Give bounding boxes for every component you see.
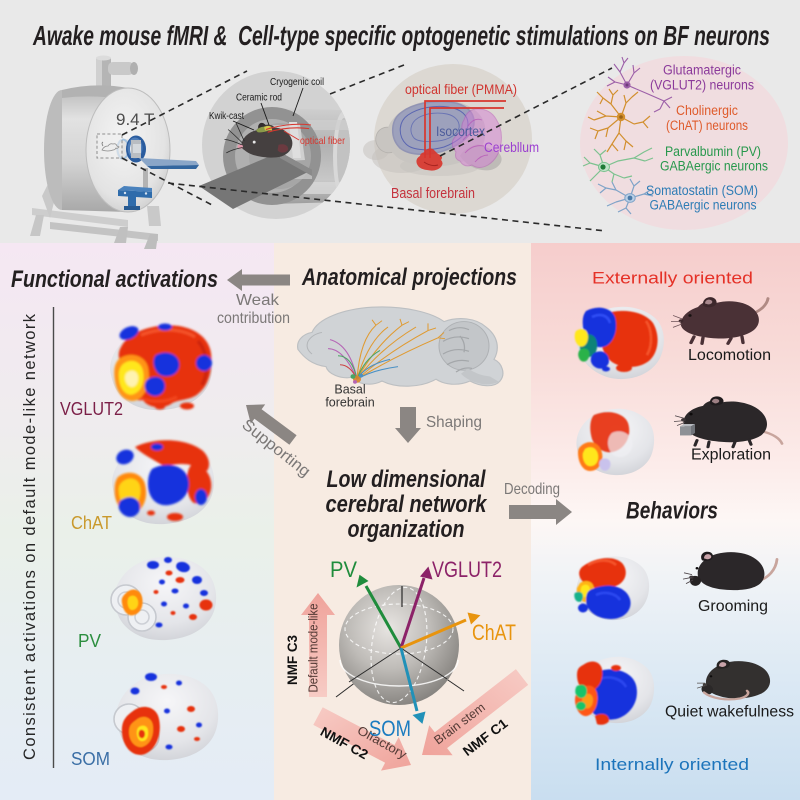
svg-text:Awake mouse fMRI & Cell-type: Awake mouse fMRI & Cell-type specific op…	[32, 20, 770, 51]
svg-text:Isocortex: Isocortex	[436, 124, 485, 139]
svg-text:(VGLUT2) neurons: (VGLUT2) neurons	[650, 78, 754, 93]
svg-text:Kwik-cast: Kwik-cast	[209, 110, 244, 122]
svg-text:Somatostatin (SOM): Somatostatin (SOM)	[646, 183, 758, 198]
svg-text:organization: organization	[348, 516, 465, 543]
svg-text:(ChAT) neurons: (ChAT) neurons	[666, 118, 748, 133]
svg-text:PV: PV	[78, 631, 101, 651]
svg-text:NMF C3: NMF C3	[285, 635, 300, 685]
svg-text:PV: PV	[330, 557, 357, 582]
svg-text:Locomotion: Locomotion	[688, 347, 771, 364]
svg-text:Externally oriented: Externally oriented	[592, 269, 753, 288]
svg-text:Internally oriented: Internally oriented	[595, 755, 749, 774]
svg-text:Basal: Basal	[334, 383, 365, 397]
svg-text:Default mode-like: Default mode-like	[307, 603, 321, 692]
svg-text:SOM: SOM	[71, 749, 110, 769]
svg-text:Cholinergic: Cholinergic	[676, 103, 738, 118]
svg-text:contribution: contribution	[217, 310, 290, 327]
svg-text:GABAergic neurons: GABAergic neurons	[660, 159, 768, 174]
svg-text:optical fiber: optical fiber	[300, 135, 345, 147]
svg-text:Weak: Weak	[236, 292, 280, 309]
svg-text:Basal forebrain: Basal forebrain	[391, 186, 475, 202]
svg-text:Anatomical projections: Anatomical projections	[301, 264, 517, 291]
svg-text:9.4 T: 9.4 T	[116, 110, 154, 129]
svg-text:Exploration: Exploration	[691, 447, 771, 464]
svg-text:Ceramic rod: Ceramic rod	[236, 92, 282, 104]
svg-text:Decoding: Decoding	[504, 481, 560, 498]
svg-text:Grooming: Grooming	[698, 598, 768, 615]
svg-text:GABAergic neurons: GABAergic neurons	[650, 198, 757, 213]
svg-text:Low dimensional: Low dimensional	[327, 466, 487, 493]
svg-text:Glutamatergic: Glutamatergic	[663, 63, 741, 78]
svg-text:SOM: SOM	[369, 716, 411, 741]
svg-text:VGLUT2: VGLUT2	[60, 399, 123, 419]
svg-text:Functional activations: Functional activations	[11, 266, 218, 293]
svg-text:cerebral network: cerebral network	[326, 491, 488, 518]
svg-text:Parvalbumin (PV): Parvalbumin (PV)	[665, 144, 761, 159]
svg-text:VGLUT2: VGLUT2	[432, 557, 502, 582]
svg-text:Cryogenic coil: Cryogenic coil	[270, 76, 324, 88]
svg-text:forebrain: forebrain	[325, 396, 374, 410]
svg-text:optical fiber (PMMA): optical fiber (PMMA)	[405, 81, 517, 97]
svg-text:ChAT: ChAT	[472, 620, 516, 645]
svg-text:Quiet wakefulness: Quiet wakefulness	[665, 704, 794, 721]
svg-text:ChAT: ChAT	[71, 513, 112, 533]
svg-text:Cerebllum: Cerebllum	[484, 140, 539, 155]
svg-text:Behaviors: Behaviors	[626, 498, 718, 525]
svg-text:Shaping: Shaping	[426, 414, 482, 431]
